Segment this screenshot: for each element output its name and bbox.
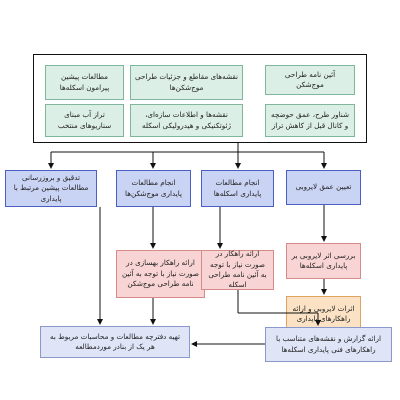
- input-previous-studies-label: مطالعات پیشین پیرامون اسکله‌ها: [59, 72, 110, 92]
- step-berth-solution-label: ارائه راهکار در صورت نیاز با توجه به آئی…: [208, 249, 267, 290]
- step-final-report-label: ارائه گزارش و نقشه‌های متناسب با راهکاره…: [276, 334, 381, 354]
- input-breakwater-code-label: آئین نامه طراحی موج‌شکن: [284, 69, 336, 89]
- step-breakwater-retrofit-label: ارائه راهکار بهسازی در صورت نیاز با توجه…: [122, 258, 199, 289]
- input-breakwater-code: آئین نامه طراحی موج‌شکن: [265, 65, 355, 95]
- input-water-level-label: تراز آب مبنای سناریوهای منتخب: [57, 110, 112, 130]
- input-water-level: تراز آب مبنای سناریوهای منتخب: [45, 104, 124, 137]
- input-design-vessel: شناور طرح، عمق حوضچه و کانال قبل از کاهش…: [265, 104, 355, 137]
- step-dredging-effect-label: بررسی اثر لایروبی بر پایداری اسکله‌ها: [291, 250, 356, 270]
- input-previous-studies: مطالعات پیشین پیرامون اسکله‌ها: [45, 65, 124, 100]
- step-study-booklet: تهیه دفترچه مطالعات و محاسبات مربوط به ه…: [40, 326, 190, 358]
- step-breakwater-stability-label: انجام مطالعات پایداری موج‌شکن‌ها: [125, 178, 182, 198]
- step-study-booklet-label: تهیه دفترچه مطالعات و محاسبات مربوط به ه…: [50, 331, 180, 351]
- step-dredging-depth: تعیین عمق لایروبی: [286, 170, 361, 205]
- input-structural-data: نقشه‌ها و اطلاعات سازه‌ای، ژئوتکنیکی و ه…: [130, 104, 243, 137]
- input-breakwater-drawings-label: نقشه‌های مقاطع و جزئیات طراحی موج‌شکن‌ها: [135, 72, 238, 92]
- step-berth-stability: انجام مطالعات پایداری اسکله‌ها: [201, 170, 274, 207]
- step-dredging-effect: بررسی اثر لایروبی بر پایداری اسکله‌ها: [286, 243, 361, 279]
- step-dredging-depth-label: تعیین عمق لایروبی: [295, 182, 352, 192]
- step-breakwater-retrofit: ارائه راهکار بهسازی در صورت نیاز با توجه…: [116, 250, 205, 298]
- step-final-report: ارائه گزارش و نقشه‌های متناسب با راهکاره…: [265, 327, 392, 362]
- step-dredging-solutions-label: اثرات لایروبی و ارائه راهکارهای پایداری: [292, 303, 355, 323]
- step-berth-stability-label: انجام مطالعات پایداری اسکله‌ها: [213, 178, 262, 198]
- input-structural-data-label: نقشه‌ها و اطلاعات سازه‌ای، ژئوتکنیکی و ه…: [142, 110, 231, 130]
- step-update-studies-label: تدقیق و بروزرسانی مطالعات پیشین مرتبط با…: [13, 172, 89, 203]
- input-breakwater-drawings: نقشه‌های مقاطع و جزئیات طراحی موج‌شکن‌ها: [130, 65, 243, 100]
- step-breakwater-stability: انجام مطالعات پایداری موج‌شکن‌ها: [116, 170, 191, 207]
- input-group-frame: [33, 54, 367, 143]
- input-design-vessel-label: شناور طرح، عمق حوضچه و کانال قبل از کاهش…: [270, 110, 349, 130]
- step-berth-solution: ارائه راهکار در صورت نیاز با توجه به آئی…: [201, 249, 274, 290]
- step-update-studies: تدقیق و بروزرسانی مطالعات پیشین مرتبط با…: [5, 170, 97, 207]
